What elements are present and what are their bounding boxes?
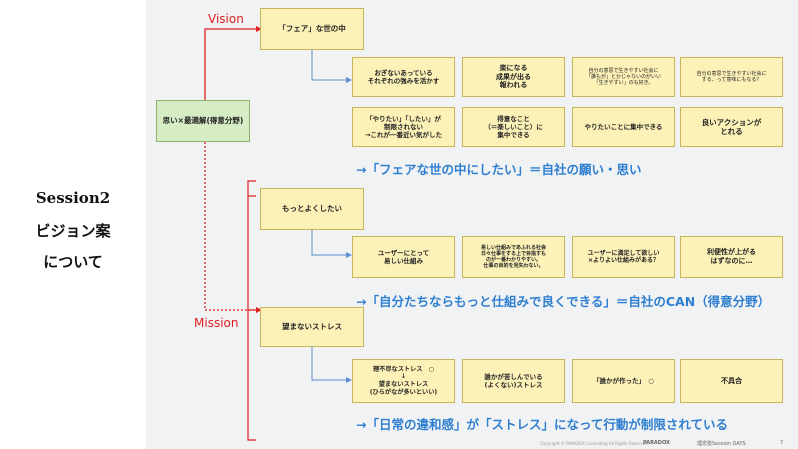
- fair-item-8: 良いアクションが とれる: [680, 107, 783, 147]
- footer-copyright: Copyright © PARADOX Consulting All Right…: [540, 441, 649, 446]
- stress-item-2: 誰かが苦しんでいる (よくない)ストレス: [462, 359, 565, 403]
- fair-item-5: 「やりたい」「したい」が 制限されない →これが一番近い気がした: [352, 107, 455, 147]
- fair-item-7: やりたいことに集中できる: [572, 107, 675, 147]
- session-subtitle-2: について: [43, 253, 103, 271]
- session-title: Session2: [35, 189, 111, 207]
- stress-item-1: 理不尽なストレス ○ ↓ 望まないストレス (ひらがなが多いといい): [352, 359, 455, 403]
- better-item-3: ユーザーに満足して欲しい ×よりよい仕組みがある？: [572, 236, 675, 278]
- connector-lines: [204, 26, 352, 441]
- better-conclusion: →「自分たちならもっと仕組みで良くできる」＝自社のCAN（得意分野）: [356, 294, 771, 309]
- stress-item-4: 不具合: [680, 359, 783, 403]
- vision-label: Vision: [208, 12, 244, 26]
- mission-label: Mission: [194, 316, 239, 330]
- stress-item-3: 「誰かが作った」 ○: [572, 359, 675, 403]
- fair-item-2: 楽になる 成果が出る 報われる: [462, 57, 565, 97]
- fair-item-4: 自分の意思で生きやすい社会に する、って意味にもなる？: [680, 57, 783, 97]
- fair-conclusion: →「フェアな世の中にしたい」＝自社の願い・思い: [356, 162, 642, 177]
- fair-item-3: 自分の意思で生きやすい社会に 「誰もが」とかじゃないのがいい 「生きやすい」のも…: [572, 57, 675, 97]
- fair-title-node: 「フェア」な世の中: [260, 8, 364, 50]
- left-panel: Session2 ビジョン案 について: [0, 0, 146, 449]
- footer-brand: PARADOX: [643, 440, 670, 446]
- footer-event: 理念塾Session DAYS: [697, 441, 746, 447]
- stress-title-node: 望まないストレス: [260, 307, 364, 347]
- better-item-1: ユーザーにとって 易しい仕組み: [352, 236, 455, 278]
- fair-item-1: おぎないあっている それぞれの強みを活かす: [352, 57, 455, 97]
- page-number: 7: [780, 440, 784, 446]
- root-node: 思い×最適解(得意分野): [156, 100, 250, 142]
- fair-item-6: 得意なこと （＝楽しいこと）に 集中できる: [462, 107, 565, 147]
- session-subtitle-1: ビジョン案: [35, 222, 111, 240]
- better-item-4: 利便性が上がる はずなのに…: [680, 236, 783, 278]
- better-title-node: もっとよくしたい: [260, 188, 364, 230]
- stress-conclusion: →「日常の違和感」が「ストレス」になって行動が制限されている: [356, 417, 728, 432]
- better-item-2: 易しい仕組みであふれる社会 日々仕事をする上で目指すも のが一番わかりやすい。 …: [462, 236, 565, 278]
